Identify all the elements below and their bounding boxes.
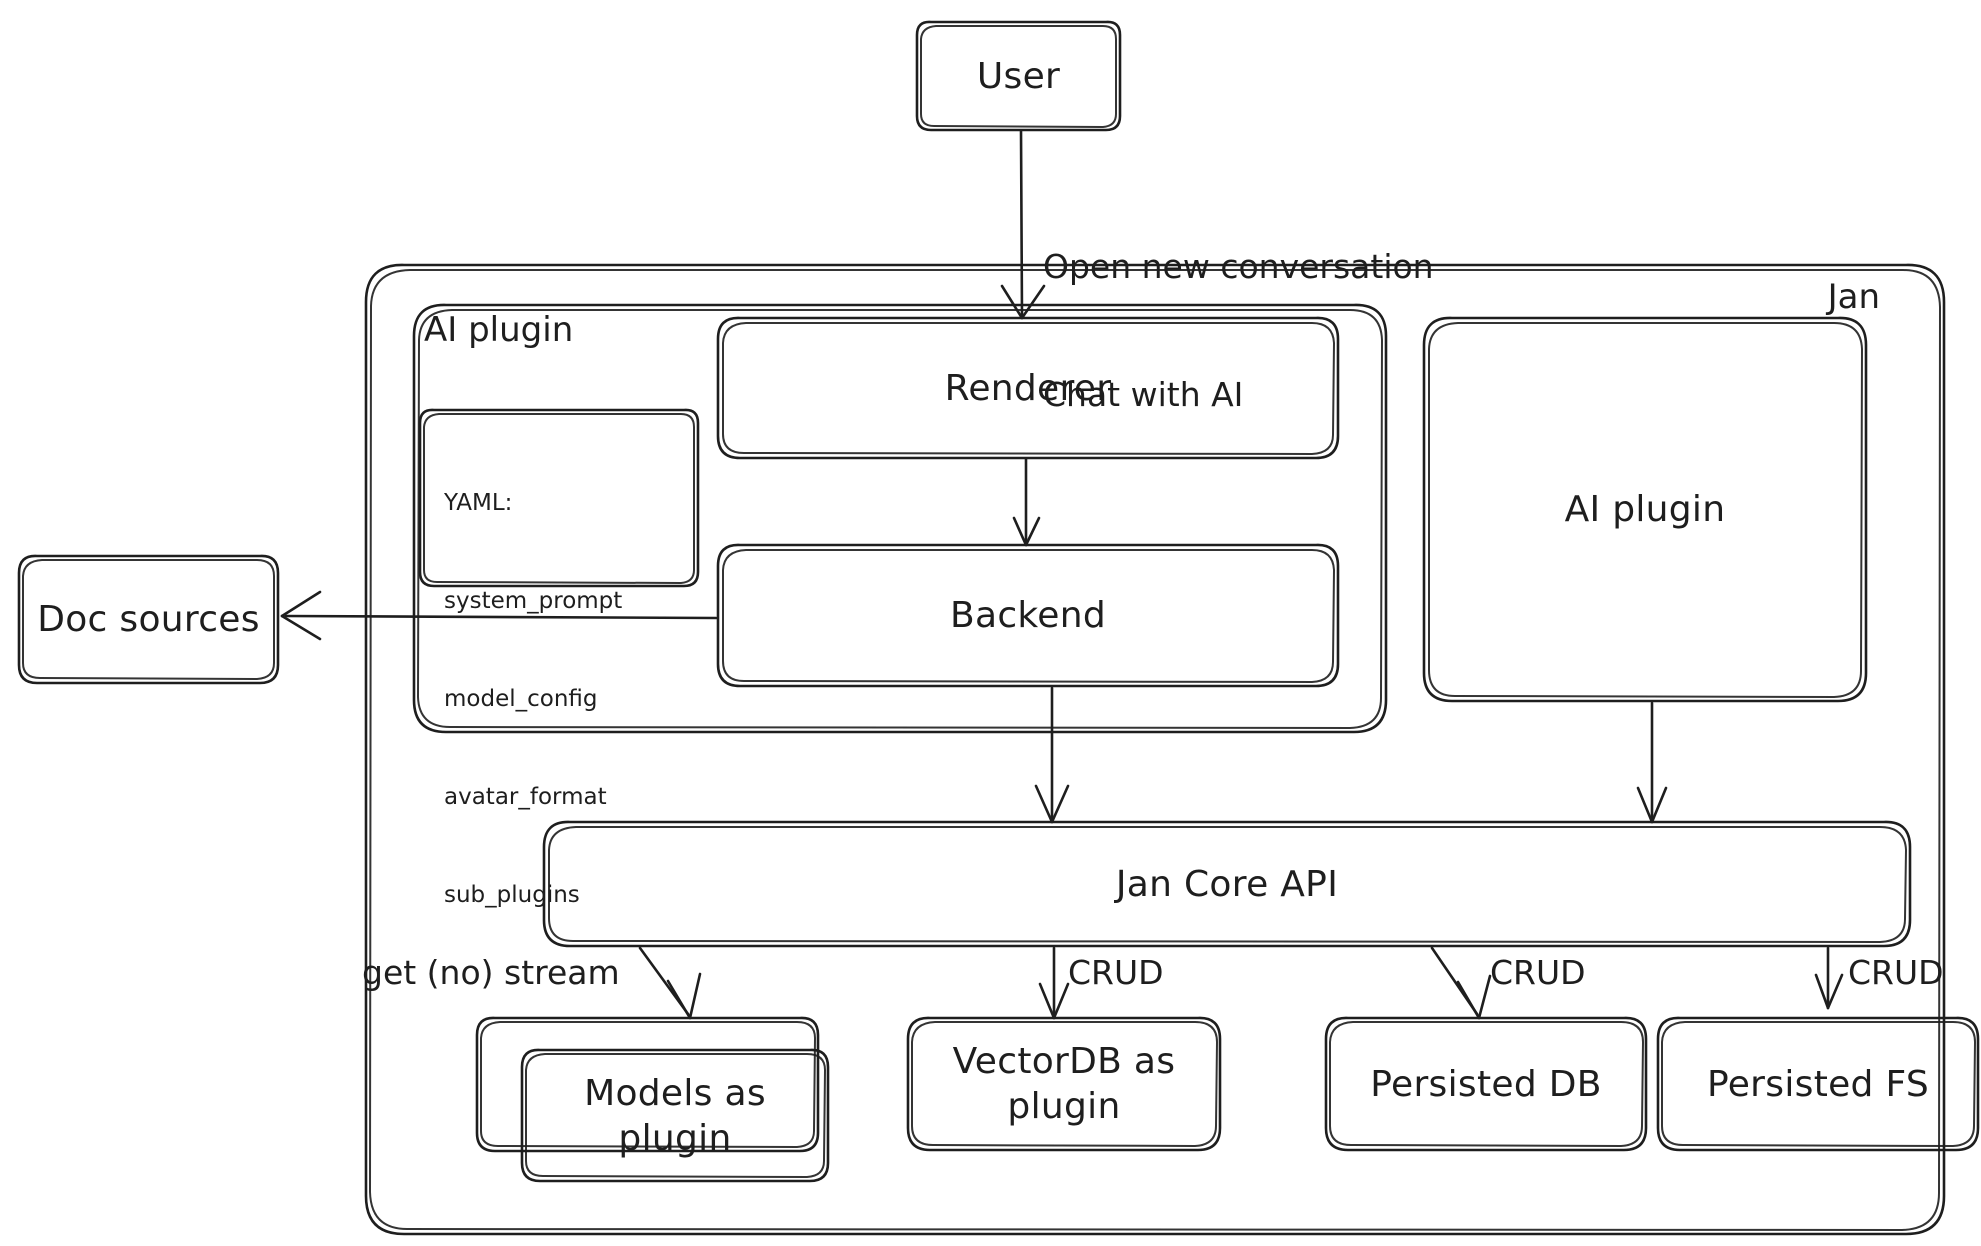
node-models-plugin-label-line1: Models as <box>584 1072 766 1114</box>
node-ai-plugin-shape <box>1422 316 1868 703</box>
yaml-card-item-2: avatar_format <box>444 784 607 811</box>
node-vectordb-plugin[interactable]: VectorDB as plugin <box>908 1018 1220 1150</box>
container-jan-shape <box>364 263 1946 1236</box>
yaml-card: YAML: system_prompt model_config avatar_… <box>444 422 622 977</box>
node-renderer-label: Renderer <box>944 367 1112 409</box>
edge-core-to-persisted-fs <box>1814 946 1844 1010</box>
node-vectordb-plugin-label-line2: plugin <box>1007 1086 1121 1127</box>
node-backend[interactable]: Backend <box>718 545 1338 686</box>
node-persisted-db-label: Persisted DB <box>1370 1063 1602 1105</box>
edge-ai-plugin-to-core <box>1636 701 1668 824</box>
node-user[interactable]: User <box>917 22 1120 130</box>
node-models-plugin-back-shape <box>475 1016 820 1153</box>
node-models-plugin[interactable]: Models as plugin <box>522 1050 828 1181</box>
node-persisted-fs-shape <box>1656 1016 1980 1152</box>
edge-backend-to-core <box>1034 686 1070 824</box>
node-doc-sources-label: Doc sources <box>37 599 260 640</box>
node-renderer[interactable]: Renderer <box>718 318 1338 458</box>
node-backend-shape <box>716 543 1340 688</box>
yaml-card-shape <box>418 408 700 588</box>
node-persisted-fs-label: Persisted FS <box>1707 1063 1929 1105</box>
node-vectordb-plugin-shape <box>906 1016 1222 1152</box>
yaml-card-item-1: model_config <box>444 686 598 713</box>
yaml-card-heading: YAML: <box>444 490 513 517</box>
edge-backend-to-doc-sources <box>280 590 718 641</box>
node-renderer-shape <box>716 316 1340 460</box>
node-persisted-db-shape <box>1324 1016 1648 1152</box>
node-models-plugin-shape <box>520 1048 830 1183</box>
node-persisted-fs[interactable]: Persisted FS <box>1658 1018 1978 1150</box>
edge-renderer-to-backend <box>1012 457 1041 547</box>
container-ai-plugin-group-shape <box>412 303 1388 734</box>
edge-user-to-renderer <box>1000 129 1046 320</box>
edge-core-to-persisted-db <box>1430 946 1492 1020</box>
node-backend-label: Backend <box>949 595 1107 636</box>
node-models-plugin-label-line2: plugin <box>618 1117 732 1159</box>
node-jan-core-api-shape <box>542 820 1912 948</box>
node-doc-sources[interactable]: Doc sources <box>19 556 278 683</box>
node-doc-sources-shape <box>17 554 280 685</box>
yaml-card-item-0: system_prompt <box>444 588 623 615</box>
node-persisted-db[interactable]: Persisted DB <box>1326 1018 1646 1150</box>
node-vectordb-plugin-label-line1: VectorDB as <box>952 1041 1176 1082</box>
node-jan-core-api[interactable]: Jan Core API <box>544 822 1910 946</box>
node-jan-core-api-label: Jan Core API <box>1115 863 1339 905</box>
edge-core-to-models <box>638 946 702 1020</box>
node-ai-plugin[interactable]: AI plugin <box>1424 318 1866 701</box>
node-user-shape <box>915 20 1122 132</box>
yaml-card-item-3: sub_plugins <box>444 882 580 909</box>
node-ai-plugin-label: AI plugin <box>1564 489 1726 530</box>
edge-core-to-vectordb <box>1038 946 1070 1020</box>
node-user-label: User <box>976 55 1061 97</box>
